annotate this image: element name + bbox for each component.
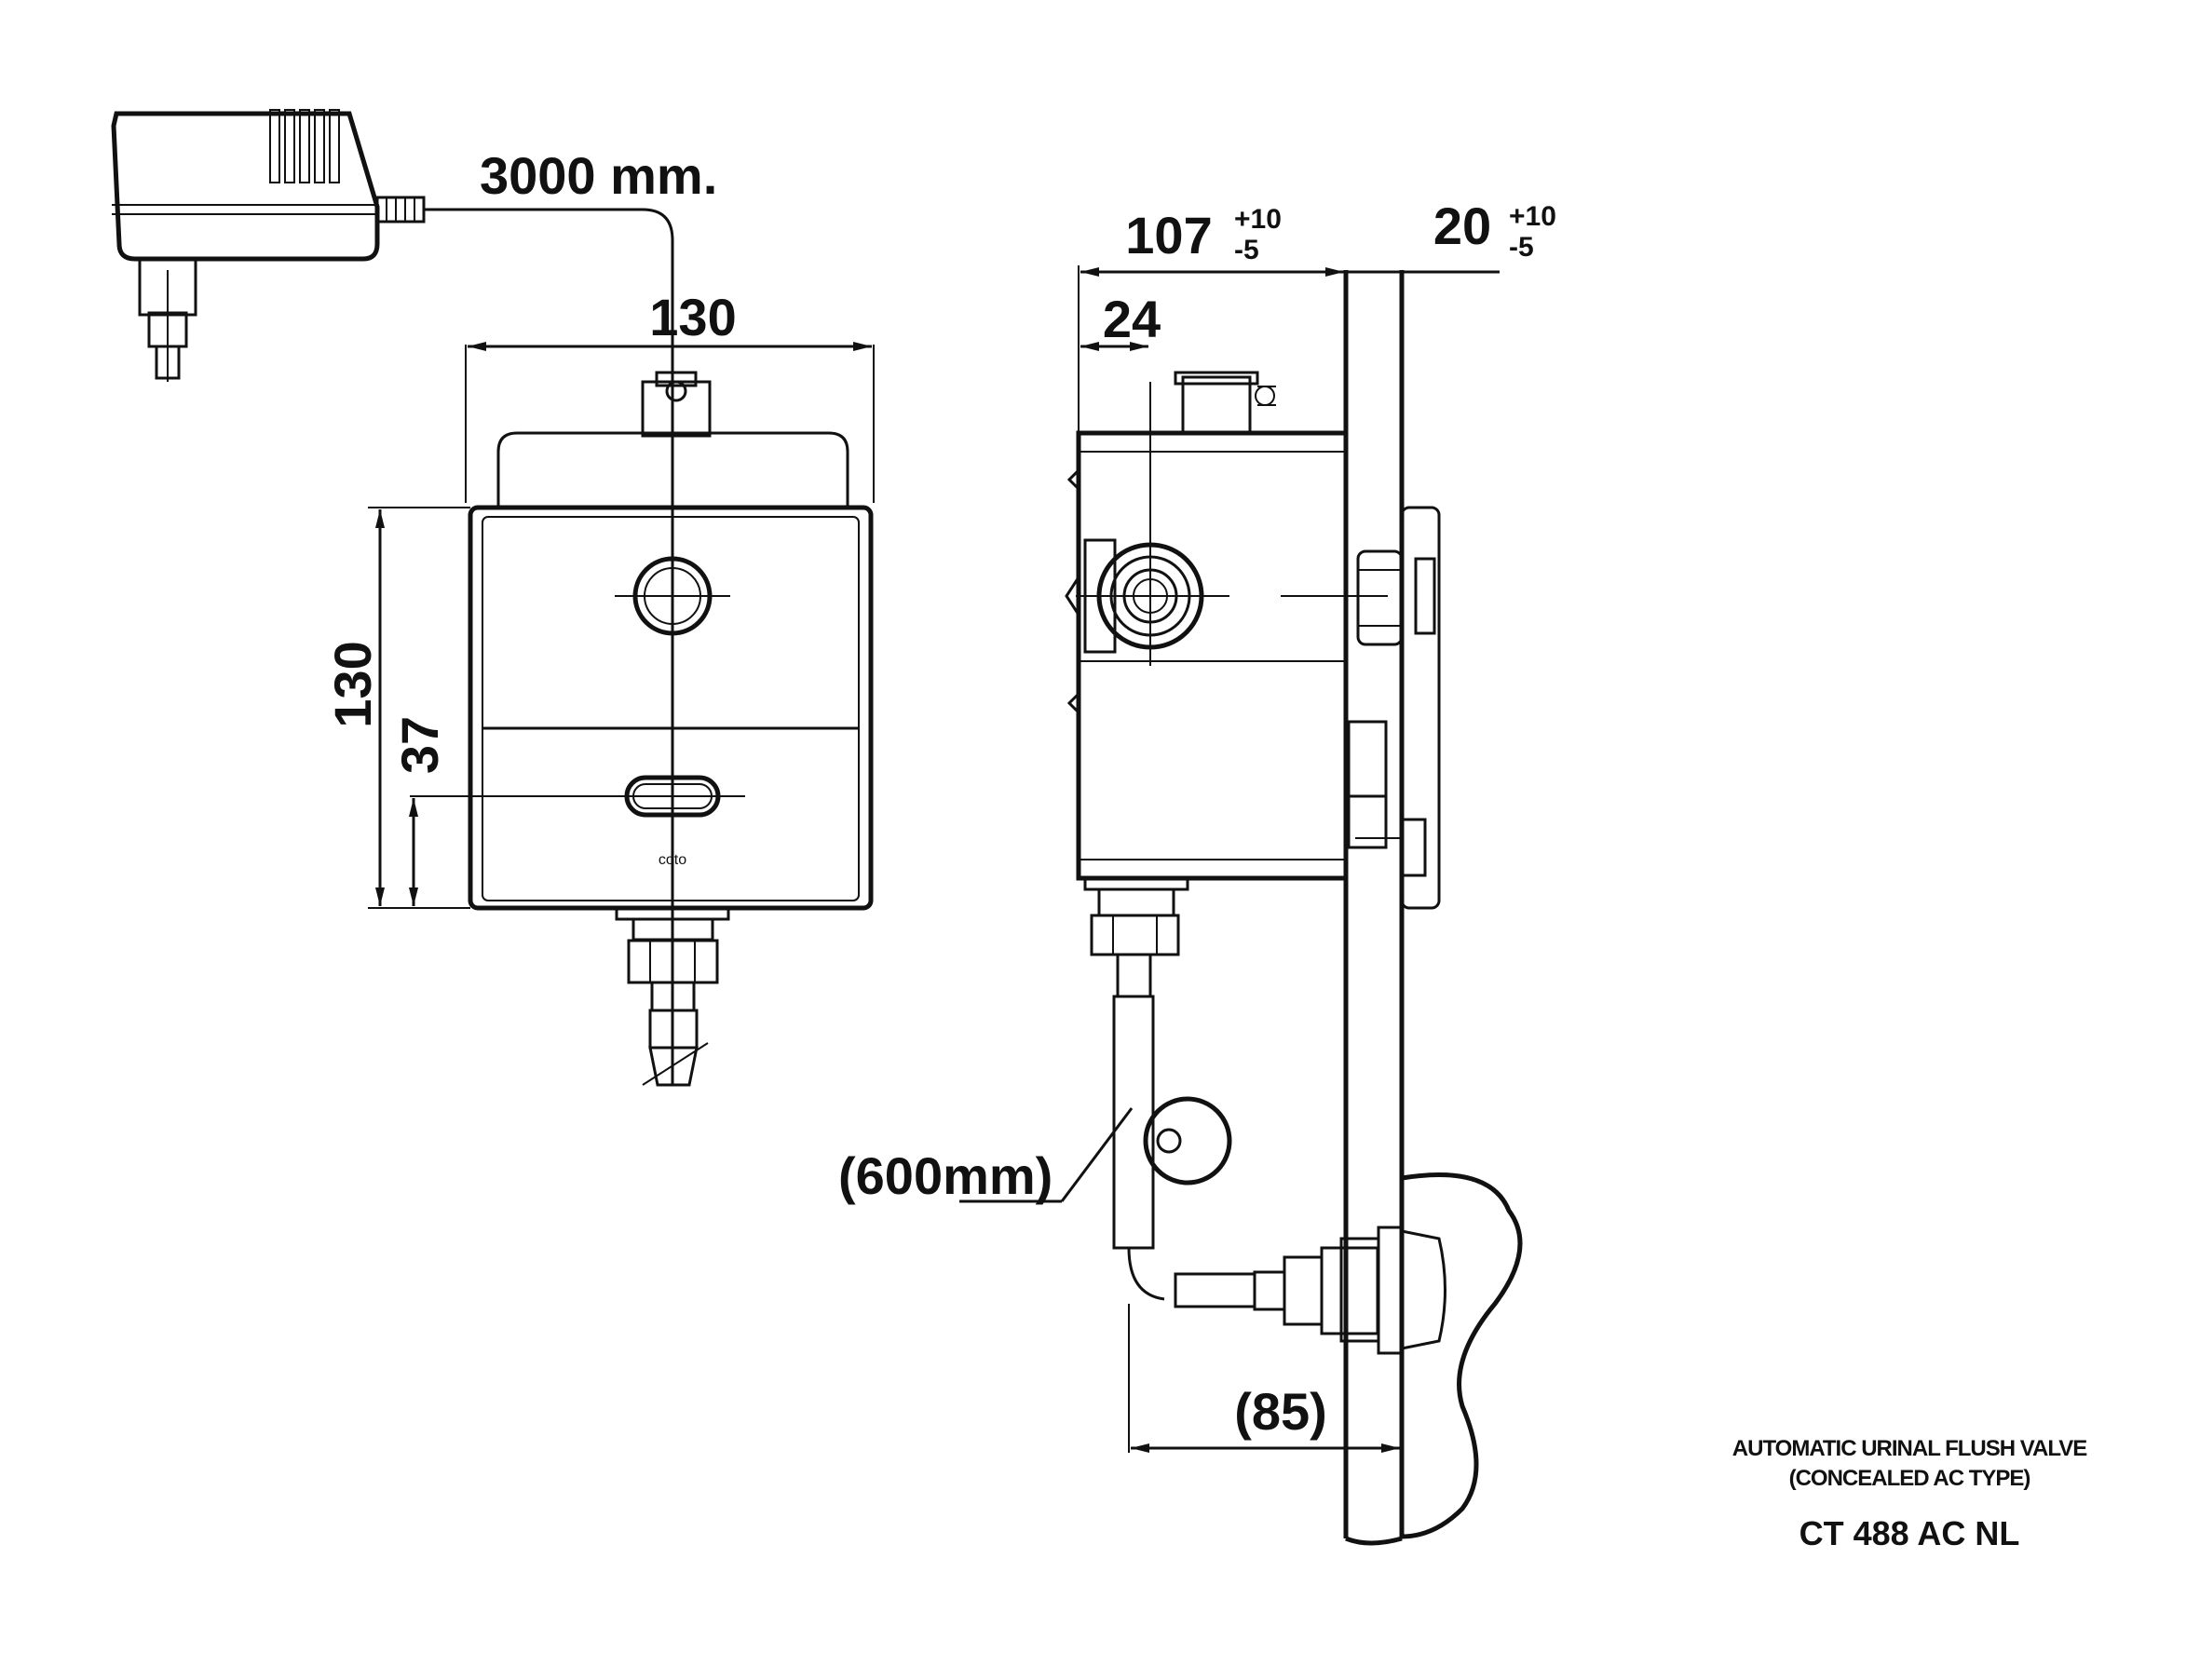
- wall-plate-tol-plus: +10: [1509, 201, 1556, 232]
- model-code: CT 488 AC NL: [1799, 1514, 2020, 1552]
- wall-plate-label: 20: [1433, 196, 1491, 255]
- drawing-subtitle: (CONCEALED AC TYPE): [1788, 1466, 2031, 1491]
- front-width-label: 130: [649, 288, 736, 346]
- adapter-plug-prongs: [138, 257, 197, 382]
- hose-length-callout: (600mm): [838, 1107, 1134, 1205]
- wall-plate-tol-minus: -5: [1509, 232, 1534, 263]
- outlet-offset-dimension: (85): [1128, 1304, 1400, 1453]
- inlet-offset-label: 24: [1103, 290, 1161, 348]
- front-height-dimension: 130: [323, 507, 470, 909]
- front-height-label: 130: [323, 641, 382, 727]
- front-width-dimension: 130: [465, 288, 875, 503]
- side-depth-tol-minus: -5: [1234, 235, 1259, 265]
- outlet-offset-label: (85): [1234, 1382, 1327, 1441]
- cable-strain-relief: [375, 196, 461, 224]
- side-view: [1065, 270, 1523, 1546]
- side-depth-label: 107: [1125, 206, 1212, 264]
- adapter-vent-slots: [269, 109, 340, 183]
- power-cable: [461, 208, 674, 1085]
- wall-plate-dimension: 20 +10 -5: [1348, 196, 1556, 274]
- ac-adapter: [111, 109, 461, 382]
- title-block: AUTOMATIC URINAL FLUSH VALVE (CONCEALED …: [1714, 1434, 2105, 1553]
- sensor-height-label: 37: [390, 716, 449, 774]
- front-view: coto: [410, 371, 874, 1087]
- brand-logo: coto: [659, 852, 686, 868]
- drawing-title: AUTOMATIC URINAL FLUSH VALVE: [1731, 1436, 2087, 1461]
- inlet-offset-dimension: 24: [1080, 290, 1161, 351]
- side-depth-dimension: 107 +10 -5: [1078, 204, 1344, 433]
- hose-length-label: (600mm): [838, 1146, 1052, 1205]
- side-depth-tol-plus: +10: [1234, 204, 1282, 235]
- cable-length-label: 3000 mm.: [480, 146, 717, 205]
- sensor-height-dimension: 37: [390, 716, 449, 906]
